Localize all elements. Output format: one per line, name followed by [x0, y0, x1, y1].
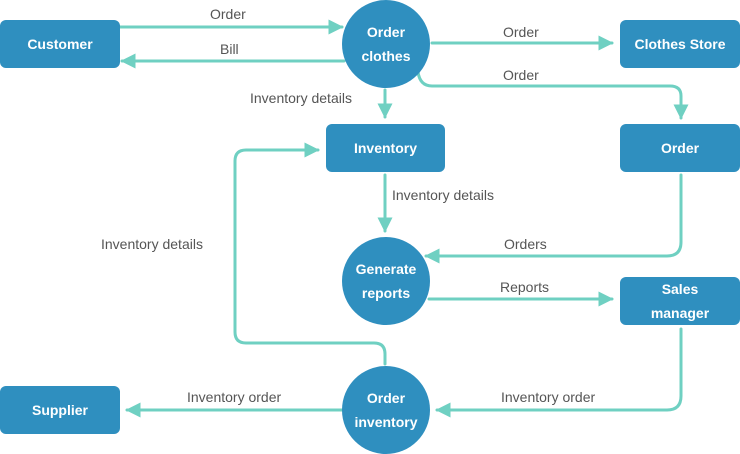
order-clothes-label: Order clothes [361, 24, 411, 64]
flow-label-inventory-details-mid: Inventory details [392, 187, 494, 203]
order-clothes-process[interactable]: Order clothes [342, 0, 430, 88]
order-store[interactable]: Order [620, 124, 740, 172]
order-label: Order [660, 140, 700, 156]
flow-label-reports: Reports [500, 279, 550, 295]
flow-label-inventory-details-top: Inventory details [250, 90, 352, 106]
order-inventory-label: Order inventory [354, 390, 418, 430]
generate-reports-label: Generate reports [355, 261, 417, 301]
arrow-order-to-generate-reports [424, 173, 683, 264]
flow-label-inventory-order-right: Inventory order [501, 389, 596, 405]
customer-label: Customer [27, 36, 93, 52]
arrow-order-clothes-to-order [416, 70, 689, 120]
sales-manager-entity[interactable]: Sales manager [620, 277, 740, 325]
inventory-store[interactable]: Inventory [326, 124, 445, 172]
flow-label-to-store-order: Order [503, 24, 539, 40]
flow-label-orders: Orders [504, 236, 547, 252]
supplier-label: Supplier [31, 402, 88, 418]
flow-label-bill: Bill [220, 41, 239, 57]
inventory-label: Inventory [353, 140, 417, 156]
generate-reports-process[interactable]: Generate reports [342, 237, 430, 325]
flow-label-inventory-order-left: Inventory order [187, 389, 282, 405]
flow-label-inventory-details-left: Inventory details [101, 236, 203, 252]
flow-label-customer-order: Order [210, 6, 246, 22]
supplier-entity[interactable]: Supplier [0, 386, 120, 434]
clothes-store-label: Clothes Store [634, 36, 726, 52]
order-inventory-process[interactable]: Order inventory [342, 366, 430, 454]
arrow-order-inventory-to-inventory [233, 142, 387, 366]
customer-entity[interactable]: Customer [0, 20, 120, 68]
flow-label-to-order-store: Order [503, 67, 539, 83]
arrow-sales-manager-to-order-inventory [435, 327, 683, 418]
clothes-store-entity[interactable]: Clothes Store [620, 20, 740, 68]
sales-manager-label: Sales manager [650, 281, 710, 321]
